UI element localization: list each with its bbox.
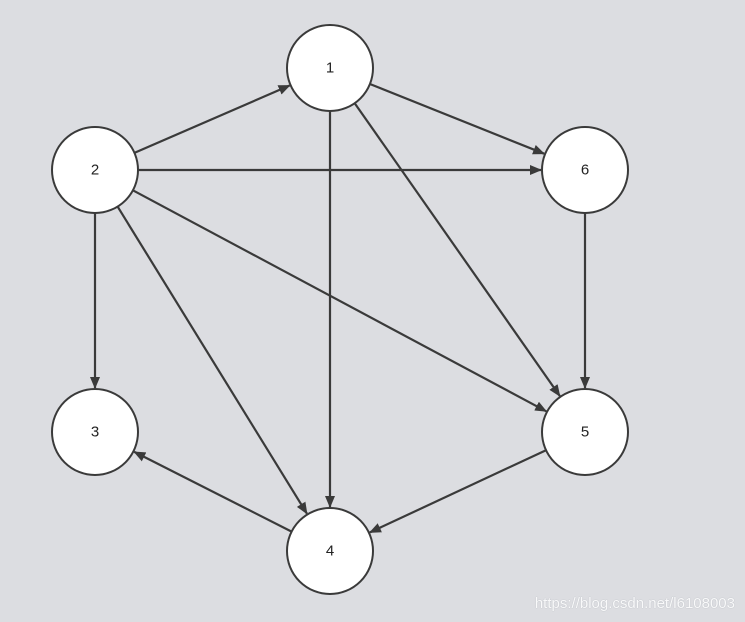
node-5-circle bbox=[541, 388, 629, 476]
node-3: 3 bbox=[51, 388, 139, 476]
node-6: 6 bbox=[541, 126, 629, 214]
node-5: 5 bbox=[541, 388, 629, 476]
node-1: 1 bbox=[286, 24, 374, 112]
node-1-circle bbox=[286, 24, 374, 112]
nodes-layer: 1 2 3 4 5 6 bbox=[51, 24, 629, 595]
node-4: 4 bbox=[286, 507, 374, 595]
node-5-label: 5 bbox=[581, 424, 589, 441]
edge-2-to-1 bbox=[133, 84, 291, 154]
edge-2-to-4 bbox=[116, 206, 308, 515]
node-2-label: 2 bbox=[91, 162, 99, 179]
node-6-label: 6 bbox=[581, 162, 589, 179]
node-4-label: 4 bbox=[326, 543, 334, 560]
edge-1-to-5 bbox=[353, 102, 561, 397]
node-4-circle bbox=[286, 507, 374, 595]
node-3-label: 3 bbox=[91, 424, 99, 441]
node-1-label: 1 bbox=[326, 60, 334, 77]
watermark-text: https://blog.csdn.net/l6108003 bbox=[534, 595, 735, 612]
node-3-circle bbox=[51, 388, 139, 476]
node-6-circle bbox=[541, 126, 629, 214]
edge-4-to-3 bbox=[133, 450, 293, 533]
edges-layer bbox=[90, 82, 590, 534]
edge-1-to-6 bbox=[369, 82, 546, 155]
edge-2-to-5 bbox=[132, 189, 548, 413]
node-2-circle bbox=[51, 126, 139, 214]
edge-5-to-4 bbox=[368, 449, 547, 534]
node-2: 2 bbox=[51, 126, 139, 214]
